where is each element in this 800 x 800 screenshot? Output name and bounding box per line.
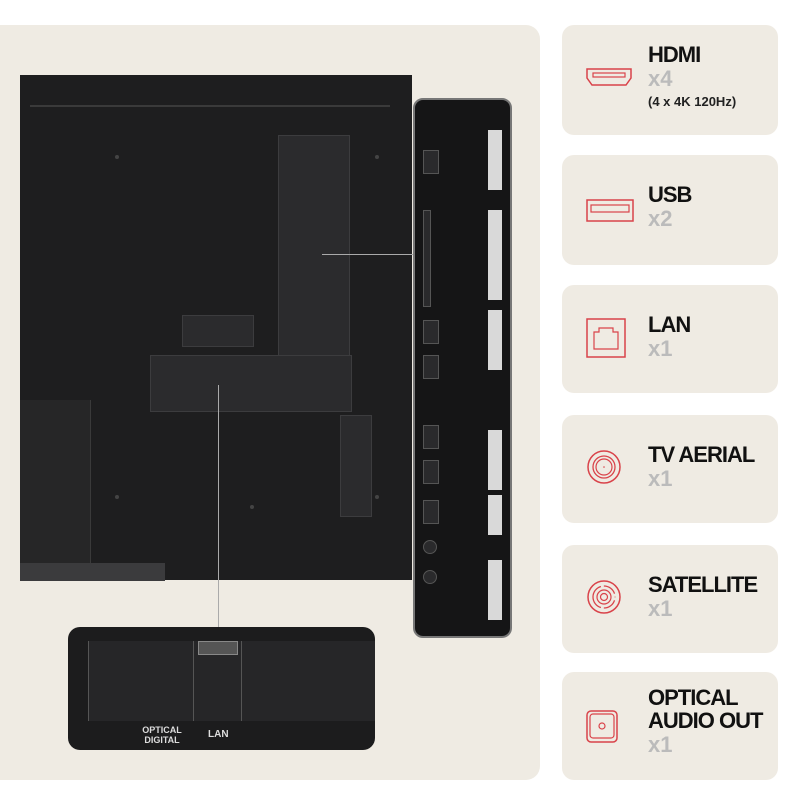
- port-label: [488, 310, 502, 370]
- usb-port: [423, 150, 439, 174]
- port-card-lan: LAN x1: [562, 285, 778, 393]
- tv-stand-base: [20, 563, 165, 581]
- usb-port-icon: [586, 199, 634, 222]
- callout-line: [322, 254, 414, 255]
- port-label: [488, 210, 502, 300]
- port-cover: [241, 641, 375, 721]
- port-name: HDMI: [648, 42, 701, 67]
- screw: [115, 155, 119, 159]
- port-label: [488, 130, 502, 190]
- optical-port-icon: [586, 710, 618, 743]
- lan-port: [198, 641, 238, 655]
- satellite-port-icon: [587, 580, 621, 614]
- port-card-usb: USB x2: [562, 155, 778, 265]
- port-name: TV AERIAL: [648, 442, 755, 467]
- side-port-board: [278, 135, 350, 387]
- port-count: x1: [648, 466, 673, 491]
- screw: [375, 155, 379, 159]
- port-card-tv-aerial: TV AERIAL x1: [562, 415, 778, 523]
- aerial-port: [423, 540, 437, 554]
- screw: [250, 505, 254, 509]
- lan-port-icon: [586, 318, 626, 358]
- port-card-optical: OPTICAL AUDIO OUT x1: [562, 672, 778, 780]
- screw: [375, 495, 379, 499]
- tv-rear-image: [20, 75, 412, 580]
- side-panel: [340, 415, 372, 517]
- port-count: x1: [648, 336, 673, 361]
- port-count: x1: [648, 596, 673, 621]
- port-count: x2: [648, 206, 673, 231]
- satellite-port: [423, 570, 437, 584]
- screw: [115, 495, 119, 499]
- hdmi-port-icon: [586, 68, 632, 86]
- port-cover: [88, 641, 194, 721]
- port-name: OPTICAL AUDIO OUT: [648, 685, 763, 733]
- port-name: USB: [648, 182, 692, 207]
- ci-slot: [423, 210, 431, 307]
- hdmi-port: [423, 355, 439, 379]
- hdmi-port: [423, 460, 439, 484]
- port-card-satellite: SATELLITE x1: [562, 545, 778, 653]
- aerial-port-icon: [587, 450, 621, 484]
- port-card-hdmi: HDMI x4 (4 x 4K 120Hz): [562, 25, 778, 135]
- bottom-ports-closeup: OPTICAL DIGITAL LAN: [68, 627, 375, 750]
- usb-port: [423, 500, 439, 524]
- port-name: SATELLITE: [648, 572, 758, 597]
- bottom-port-board: [150, 355, 352, 412]
- port-name: LAN: [648, 312, 691, 337]
- port-label: [488, 560, 502, 620]
- callout-line: [218, 385, 219, 628]
- port-label: [488, 495, 502, 535]
- port-note: (4 x 4K 120Hz): [648, 94, 737, 109]
- hdmi-port: [423, 425, 439, 449]
- port-label: [488, 430, 502, 490]
- side-ports-closeup: [413, 98, 512, 638]
- hdmi-port: [423, 320, 439, 344]
- lan-label: LAN: [208, 729, 229, 740]
- port-count: x4: [648, 66, 673, 91]
- optical-label: OPTICAL DIGITAL: [142, 725, 182, 745]
- tv-rim: [30, 75, 390, 107]
- label-plate: [182, 315, 254, 347]
- tv-stand: [20, 400, 91, 580]
- port-count: x1: [648, 732, 673, 757]
